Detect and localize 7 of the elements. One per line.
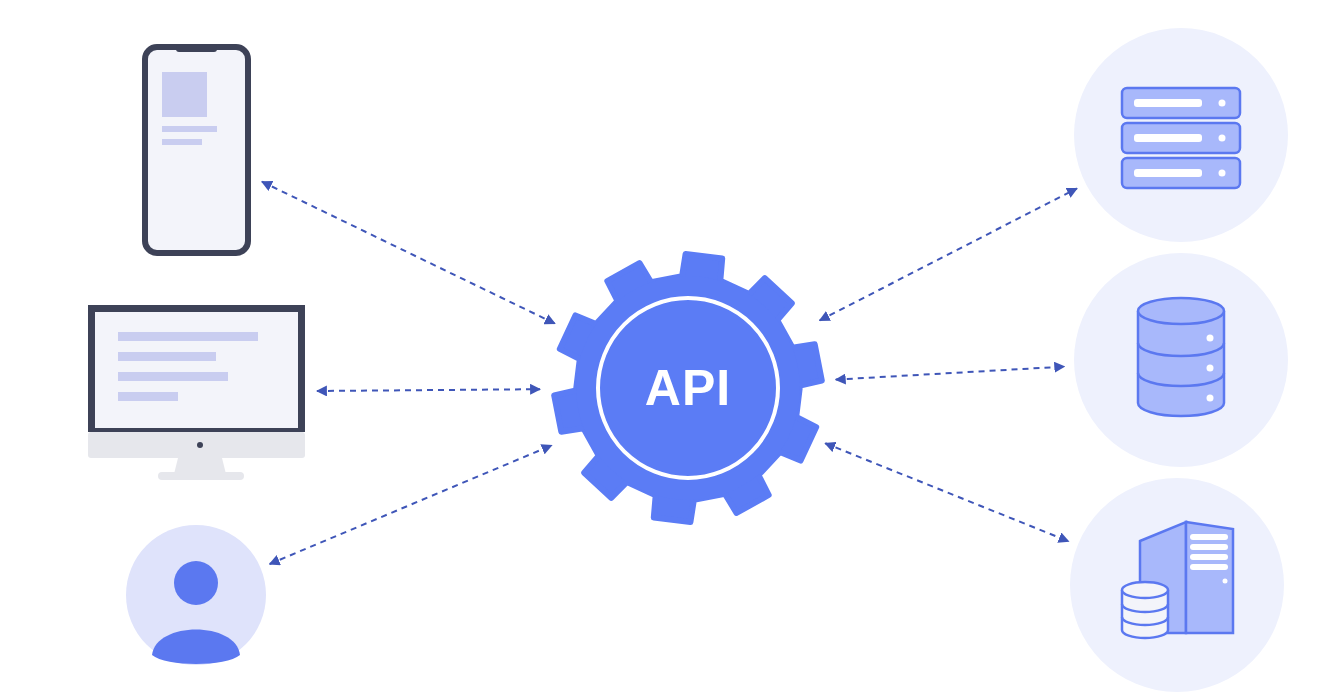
double-arrow bbox=[261, 180, 556, 325]
gear-label: API bbox=[644, 359, 732, 417]
double-arrow bbox=[824, 441, 1070, 543]
double-arrow bbox=[268, 444, 553, 566]
double-arrow bbox=[818, 187, 1078, 322]
double-arrow bbox=[315, 383, 542, 397]
double-arrow bbox=[834, 361, 1066, 385]
